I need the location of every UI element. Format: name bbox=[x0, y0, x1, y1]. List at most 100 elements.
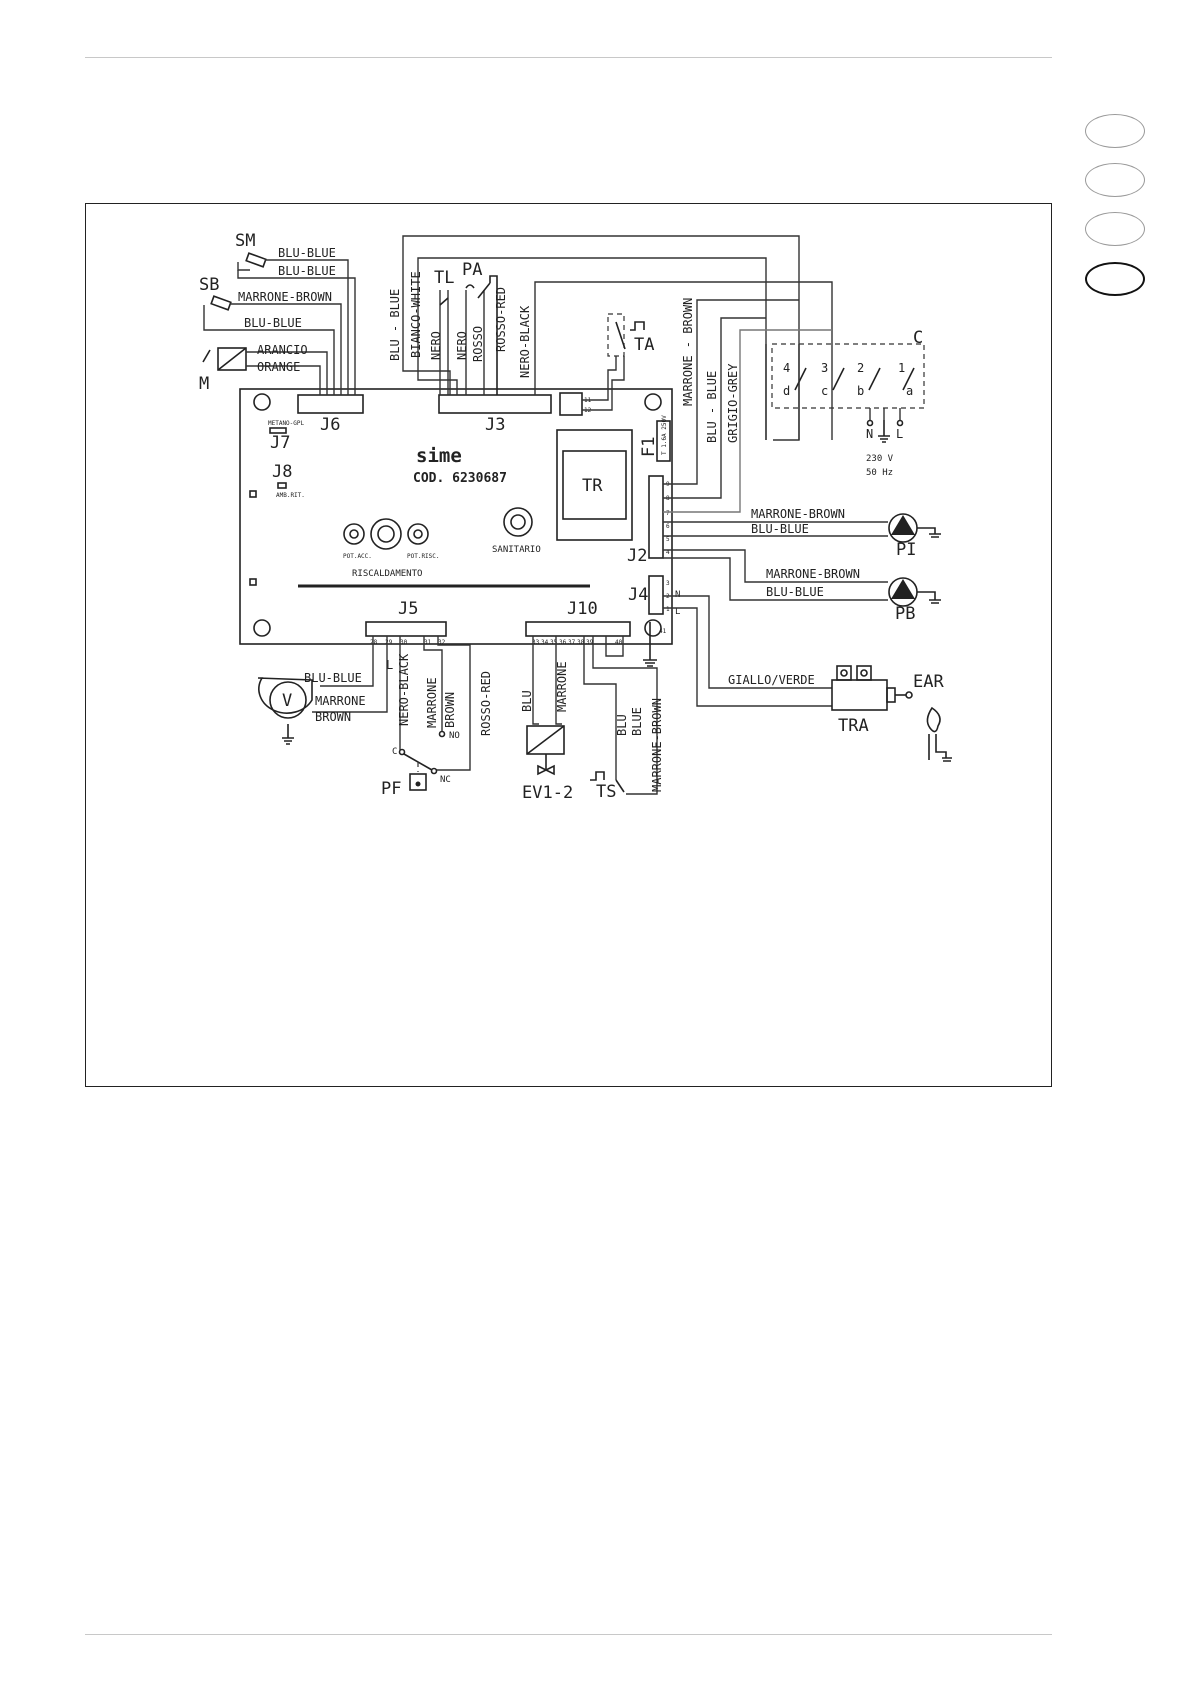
j5-pin: 30 bbox=[400, 639, 408, 646]
contactor-term-1: 1 bbox=[898, 361, 905, 375]
j2-pin: 4 bbox=[666, 549, 670, 556]
v-wire-3-label: BROWN bbox=[315, 710, 351, 724]
j6-label: J6 bbox=[320, 415, 340, 435]
j10-connector bbox=[525, 621, 631, 637]
contactor-term-2: 2 bbox=[857, 361, 864, 375]
sanitario-knob-center bbox=[510, 514, 526, 530]
wiring-diagram-frame bbox=[85, 203, 1052, 1087]
j2-pin: 6 bbox=[666, 523, 670, 530]
mains-leads bbox=[869, 408, 901, 420]
pa-rossored-label: ROSSO-RED bbox=[494, 287, 508, 352]
contactor-term-3: 3 bbox=[821, 361, 828, 375]
pa-rosso-label: ROSSO bbox=[471, 326, 485, 362]
ta-connector bbox=[559, 392, 583, 416]
contactor-term-b: b bbox=[857, 384, 864, 398]
ta-switch bbox=[615, 321, 626, 350]
j10-pin: 38 bbox=[577, 639, 585, 646]
sanitario-knob[interactable] bbox=[503, 507, 533, 537]
sb-label: SB bbox=[199, 275, 219, 295]
transformer-label: TR bbox=[582, 476, 603, 496]
sb-wire-1-label: MARRONE-BROWN bbox=[238, 290, 332, 304]
fan-rotor bbox=[269, 681, 307, 719]
ev-label: EV1-2 bbox=[522, 783, 573, 803]
pot-risc-knob[interactable] bbox=[407, 523, 429, 545]
j2-pin: 7 bbox=[666, 510, 670, 517]
ts-blu-label: BLU bbox=[615, 714, 629, 736]
bottom-rule bbox=[85, 1634, 1052, 1635]
language-tab-2[interactable] bbox=[1085, 163, 1145, 197]
j5-pin: 32 bbox=[438, 639, 446, 646]
burner-earth-icon bbox=[928, 734, 952, 762]
board-code: COD. 6230687 bbox=[413, 471, 507, 486]
pf-no-terminal bbox=[438, 730, 446, 738]
sm-sensor: SM BLU-BLUE BLU-BLUE bbox=[235, 231, 356, 395]
j8-jumper[interactable] bbox=[277, 482, 287, 489]
pa-switch bbox=[465, 275, 498, 395]
j5-pin: 31 bbox=[424, 639, 432, 646]
j6-connector bbox=[297, 394, 364, 414]
j5-label: J5 bbox=[398, 599, 418, 619]
j2-marrone-label: MARRONE - BROWN bbox=[681, 298, 695, 406]
tra-output bbox=[886, 687, 896, 703]
m-wire-1-label: ARANCIO bbox=[257, 343, 308, 357]
tra-wire-label: GIALLO/VERDE bbox=[728, 673, 815, 687]
ts-marrone-label: MARRONE-BROWN bbox=[650, 698, 664, 792]
j10-pin: 34 bbox=[541, 639, 549, 646]
contactor-switches bbox=[794, 367, 915, 391]
mains-l-terminal bbox=[896, 419, 904, 427]
j10-pin: 40 bbox=[615, 639, 623, 646]
language-tab-4-active[interactable] bbox=[1085, 262, 1145, 296]
m-motor-symbol bbox=[217, 347, 247, 371]
pb-wire-2 bbox=[663, 557, 888, 601]
pf-rosso-wire bbox=[436, 636, 471, 771]
j10-pin: 37 bbox=[568, 639, 576, 646]
j7-sub-label: METANO-GPL bbox=[268, 420, 305, 427]
j5-wiring: L BLU-BLUE MARRONE BROWN V NERO-BLACK MA… bbox=[257, 636, 493, 799]
top-rule bbox=[85, 57, 1052, 58]
fuse bbox=[656, 420, 671, 462]
board-brand: sime bbox=[416, 445, 462, 467]
contactor-term-d: d bbox=[783, 384, 790, 398]
tl-wires bbox=[439, 290, 449, 395]
v-wire-1-label: BLU-BLUE bbox=[304, 671, 362, 685]
language-tab-3[interactable] bbox=[1085, 212, 1145, 246]
pi-earth-icon bbox=[917, 527, 941, 538]
sanitario-label: SANITARIO bbox=[492, 545, 541, 555]
pi-wire-1-label: MARRONE-BROWN bbox=[751, 507, 845, 521]
tra-screw-1 bbox=[840, 669, 848, 677]
pot-acc-label: POT.ACC. bbox=[343, 553, 372, 560]
j2-grigio-label: GRIGIO-GREY bbox=[726, 363, 740, 443]
j4-l-label: L bbox=[675, 607, 680, 617]
j7-label: J7 bbox=[270, 433, 290, 453]
j8-sub-label: AMB.RIT. bbox=[276, 492, 305, 499]
pot-acc-knob[interactable] bbox=[343, 523, 365, 545]
m-wire-2 bbox=[246, 365, 321, 395]
j7-jumper[interactable] bbox=[269, 427, 287, 434]
earth-pin: 41 bbox=[659, 628, 667, 635]
board-earth-icon bbox=[643, 622, 657, 667]
j2-pin: 5 bbox=[666, 536, 670, 543]
pot-risc-knob-center bbox=[413, 529, 423, 539]
riscaldamento-knob[interactable] bbox=[370, 518, 402, 550]
pf-marrone-wire bbox=[423, 636, 443, 732]
fan-body bbox=[257, 677, 313, 714]
ignition-wiring: GIALLO/VERDE TRA EAR bbox=[663, 595, 952, 762]
pf-symbol-dot bbox=[415, 781, 421, 787]
board-test-pad bbox=[249, 578, 257, 586]
pa-nero-label: NERO bbox=[455, 331, 469, 360]
v-wire-marrone bbox=[312, 636, 388, 713]
ts-blue-label: BLUE bbox=[630, 707, 644, 736]
ev-valve-diagonal bbox=[526, 725, 565, 755]
j2-blu-label: BLU - BLUE bbox=[705, 371, 719, 443]
control-board: sime COD. 6230687 TR T 1.6A 250V F1 POT.… bbox=[239, 388, 680, 646]
ts-label: TS bbox=[596, 782, 616, 802]
language-tab-1[interactable] bbox=[1085, 114, 1145, 148]
ts-switch bbox=[615, 779, 625, 793]
j8-label: J8 bbox=[272, 462, 292, 482]
pb-pump-arrow bbox=[891, 579, 915, 599]
m-motor-diagonal bbox=[217, 347, 247, 371]
contactor-feeds bbox=[765, 344, 800, 440]
j10-pin: 35 bbox=[550, 639, 558, 646]
mains-n-label: N bbox=[866, 427, 873, 441]
j4-pin: 1 bbox=[666, 606, 670, 613]
